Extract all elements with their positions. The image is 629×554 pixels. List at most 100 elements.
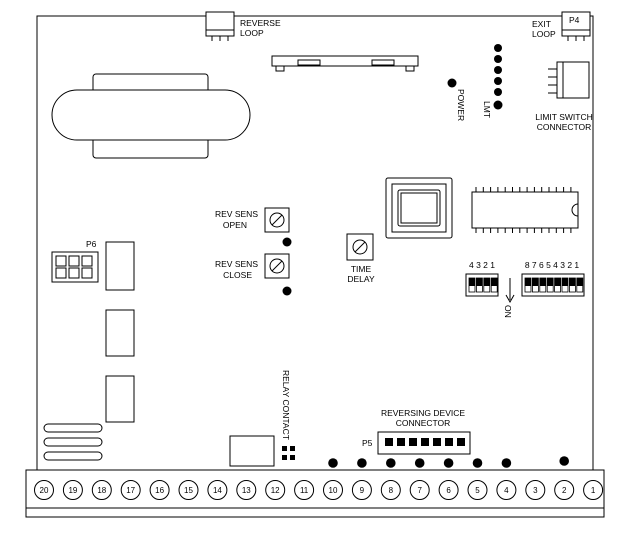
relay-contact-label: RELAY CONTACT	[281, 370, 291, 440]
terminal-led	[386, 458, 396, 468]
reversing-device-label-1: REVERSING DEVICE	[381, 408, 465, 418]
terminal-1[interactable]: 1	[583, 480, 604, 500]
terminal-7[interactable]: 7	[409, 480, 430, 500]
terminal-17[interactable]: 17	[120, 480, 141, 500]
terminal-number: 13	[242, 486, 251, 495]
terminal-number: 18	[97, 486, 106, 495]
terminal-number: 3	[533, 486, 538, 495]
terminal-2[interactable]: 2	[554, 480, 575, 500]
terminal-number: 14	[213, 486, 222, 495]
terminal-8[interactable]: 8	[380, 480, 401, 500]
terminal-strip	[25, 469, 605, 518]
terminal-15[interactable]: 15	[178, 480, 199, 500]
relay-2	[105, 309, 135, 357]
p5-pin	[457, 438, 465, 446]
p6-connector	[51, 251, 99, 283]
terminal-number: 4	[504, 486, 509, 495]
terminal-11[interactable]: 11	[294, 480, 315, 500]
reverse-loop-connector	[205, 11, 235, 41]
terminal-13[interactable]: 13	[236, 480, 257, 500]
p5-connector	[377, 431, 471, 455]
terminal-led	[472, 458, 483, 468]
p4-label: P4	[569, 15, 580, 25]
dip8-numbers: 8 7 6 5 4 3 2 1	[525, 260, 580, 270]
terminal-4[interactable]: 4	[496, 480, 517, 500]
rev-sens-close-pot[interactable]	[264, 253, 290, 279]
terminal-number: 6	[446, 486, 451, 495]
terminal-9[interactable]: 9	[351, 480, 372, 500]
terminal-number: 9	[360, 486, 365, 495]
lmt-label: LMT	[482, 101, 492, 118]
dip-chip	[471, 187, 579, 233]
time-delay-pot[interactable]	[346, 233, 374, 261]
dip4-numbers: 4 3 2 1	[469, 260, 495, 270]
exit-loop-connector	[561, 11, 591, 41]
terminal-14[interactable]: 14	[207, 480, 228, 500]
power-led	[447, 78, 457, 88]
terminal-number: 7	[417, 486, 422, 495]
time-delay-label-1: TIME	[351, 264, 372, 274]
relay-contact-block	[229, 435, 275, 467]
dip-switch-8[interactable]	[521, 273, 585, 297]
lmt-leds	[493, 44, 503, 110]
microcontroller-socket	[385, 177, 453, 239]
terminal-5[interactable]: 5	[467, 480, 488, 500]
terminal-6[interactable]: 6	[438, 480, 459, 500]
terminal-number: 16	[155, 486, 164, 495]
dip-switch-4[interactable]	[465, 273, 499, 297]
terminal-number: 10	[329, 486, 338, 495]
terminal-number: 19	[68, 486, 77, 495]
terminal-led	[501, 458, 512, 468]
relay-3	[105, 375, 135, 423]
limit-switch-label-1: LIMIT SWITCH	[535, 112, 592, 122]
terminal-10[interactable]: 10	[323, 480, 343, 500]
fuses	[43, 423, 103, 461]
top-connector-strip	[271, 55, 419, 72]
time-delay-label-2: DELAY	[347, 274, 375, 284]
p5-pin	[421, 438, 429, 446]
p5-pin	[433, 438, 441, 446]
power-label: POWER	[456, 89, 466, 121]
terminal-12[interactable]: 12	[265, 480, 286, 500]
exit-loop-label-1: EXIT	[532, 19, 551, 29]
terminal-number: 20	[40, 486, 49, 495]
terminal-number: 1	[591, 486, 596, 495]
p5-label: P5	[362, 438, 373, 448]
reversing-device-label-2: CONNECTOR	[396, 418, 451, 428]
terminal-number: 8	[389, 486, 394, 495]
on-label: ON	[503, 305, 513, 318]
rev-sens-close-label-2: CLOSE	[223, 270, 252, 280]
terminal-led	[357, 458, 367, 468]
terminal-led	[328, 458, 338, 468]
terminal-3[interactable]: 3	[525, 480, 546, 500]
p6-label: P6	[86, 239, 97, 249]
terminal-number: 5	[475, 486, 480, 495]
on-arrow-icon	[505, 278, 515, 304]
rev-sens-open-led	[282, 237, 292, 247]
terminal-leds	[328, 456, 569, 468]
exit-loop-label-2: LOOP	[532, 29, 556, 39]
reverse-loop-label-2: LOOP	[240, 28, 264, 38]
reverse-loop-label-1: REVERSE	[240, 18, 281, 28]
p5-pin	[445, 438, 453, 446]
terminal-20[interactable]: 20	[34, 480, 54, 500]
p5-pin	[409, 438, 417, 446]
rev-sens-open-label-1: REV SENS	[215, 209, 258, 219]
terminal-number: 2	[562, 486, 567, 495]
terminal-19[interactable]: 19	[62, 480, 83, 500]
terminal-number: 12	[271, 486, 280, 495]
terminal-18[interactable]: 18	[91, 480, 112, 500]
relay-1	[105, 241, 135, 291]
limit-switch-label-2: CONNECTOR	[537, 122, 592, 132]
p5-pin	[385, 438, 393, 446]
p5-pin	[397, 438, 405, 446]
limit-switch-connector	[548, 61, 590, 99]
terminal-number: 11	[300, 486, 309, 495]
rev-sens-close-label-1: REV SENS	[215, 259, 258, 269]
terminal-led	[559, 456, 569, 466]
terminal-number: 15	[184, 486, 193, 495]
terminal-16[interactable]: 16	[149, 480, 170, 500]
terminal-led	[443, 458, 454, 468]
rev-sens-open-pot[interactable]	[264, 207, 290, 233]
